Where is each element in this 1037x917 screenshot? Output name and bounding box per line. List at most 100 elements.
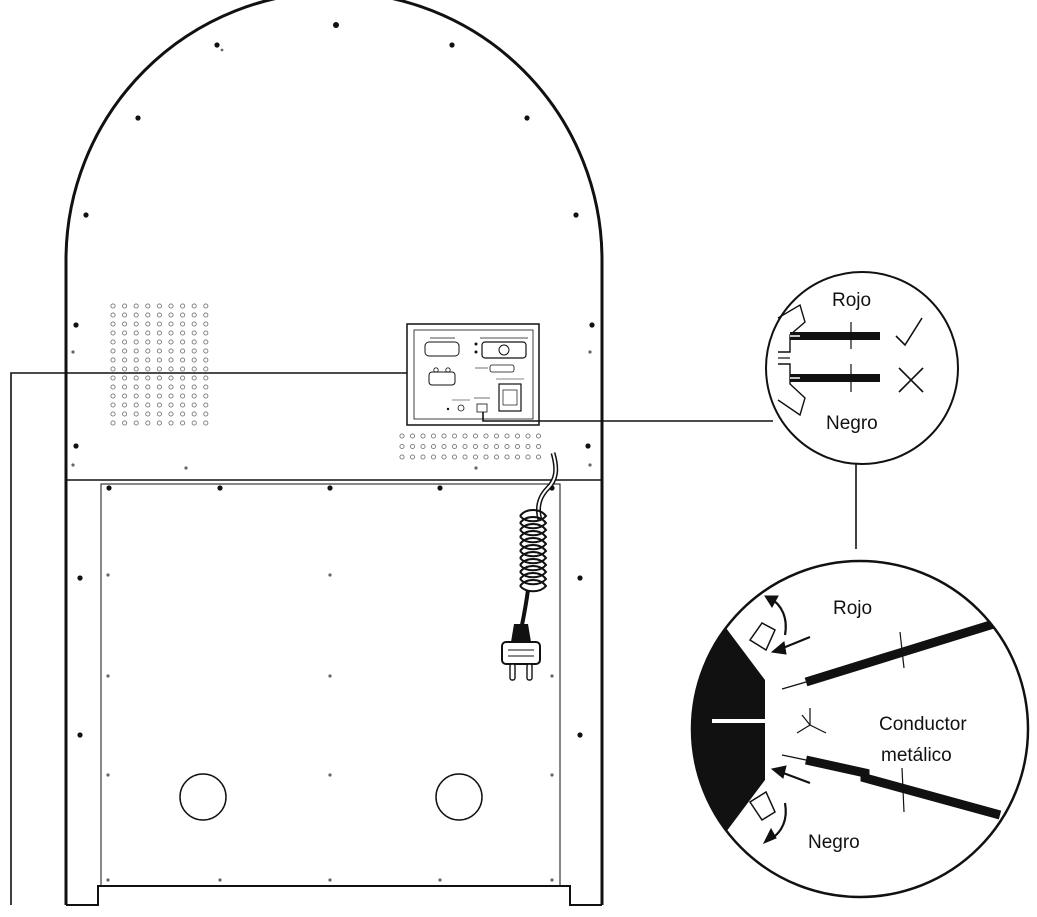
- vent-hole: [122, 348, 128, 354]
- vent-hole: [180, 339, 186, 345]
- vent-hole: [133, 411, 139, 417]
- vent-hole: [399, 454, 405, 460]
- vent-hole: [483, 433, 489, 439]
- vent-hole: [122, 321, 128, 327]
- vent-hole: [451, 454, 458, 460]
- ventilation-grill-left: [110, 303, 209, 426]
- vent-hole: [441, 433, 447, 439]
- vent-hole: [156, 366, 162, 372]
- vent-hole: [180, 375, 186, 381]
- vent-hole: [399, 433, 405, 439]
- vent-hole: [110, 402, 116, 408]
- vent-hole: [110, 303, 116, 309]
- vent-hole: [168, 366, 174, 372]
- vent-hole: [145, 375, 151, 381]
- vent-hole: [133, 330, 139, 336]
- vent-hole: [110, 357, 116, 363]
- vent-hole: [145, 366, 151, 372]
- ventilation-grill-bottom: [399, 433, 542, 460]
- panel-port-b: [489, 364, 515, 373]
- vent-hole: [145, 348, 151, 354]
- vent-hole: [191, 402, 197, 408]
- panel-power-socket: [481, 341, 527, 359]
- terminal-clip-black: [777, 363, 806, 417]
- coil-loop: [519, 544, 548, 558]
- vent-hole: [191, 357, 197, 363]
- vent-hole: [168, 420, 174, 426]
- vent-hole: [409, 454, 416, 460]
- connection-panel: [406, 323, 540, 426]
- vent-hole: [399, 443, 405, 450]
- vent-hole: [525, 443, 531, 450]
- label-red-zoom1: Rojo: [832, 290, 871, 311]
- vent-hole: [203, 348, 209, 354]
- vent-hole: [122, 312, 128, 318]
- vent-hole: [145, 321, 151, 327]
- vent-hole: [156, 375, 162, 381]
- vent-hole: [156, 303, 162, 309]
- vent-hole: [133, 357, 139, 363]
- vent-hole: [430, 454, 437, 460]
- vent-hole: [156, 393, 162, 399]
- vent-hole: [110, 384, 116, 390]
- vent-hole: [504, 454, 510, 460]
- vent-hole: [133, 303, 139, 309]
- vent-hole: [145, 420, 151, 426]
- vent-hole: [472, 443, 479, 450]
- panel-power-switch: [498, 383, 522, 412]
- jukebox-cabinet: [64, 0, 604, 906]
- panel-port-a: [424, 341, 460, 357]
- label-red-zoom2: Rojo: [833, 598, 872, 619]
- vent-hole: [462, 433, 468, 439]
- vent-hole: [420, 443, 426, 450]
- vent-hole: [180, 303, 186, 309]
- vent-hole: [462, 454, 468, 460]
- vent-hole: [203, 330, 209, 336]
- vent-hole: [122, 303, 128, 309]
- vent-hole: [122, 420, 128, 426]
- vent-hole: [472, 433, 479, 439]
- vent-hole: [145, 330, 151, 336]
- vent-hole: [180, 330, 186, 336]
- vent-hole: [191, 330, 197, 336]
- vent-hole: [110, 411, 116, 417]
- check-mark-icon: [895, 317, 923, 347]
- vent-hole: [145, 303, 151, 309]
- vent-hole: [145, 384, 151, 390]
- vent-hole: [180, 348, 186, 354]
- vent-hole: [110, 366, 116, 372]
- vent-hole: [191, 321, 197, 327]
- vent-hole: [191, 339, 197, 345]
- vent-hole: [203, 339, 209, 345]
- vent-hole: [441, 454, 447, 460]
- coil-loop: [519, 558, 548, 572]
- vent-hole: [145, 411, 151, 417]
- vent-hole: [451, 433, 458, 439]
- vent-hole: [191, 384, 197, 390]
- vent-hole: [441, 443, 447, 450]
- vent-hole: [203, 420, 209, 426]
- vent-hole: [122, 357, 128, 363]
- vent-hole: [168, 330, 174, 336]
- vent-hole: [122, 330, 128, 336]
- coil-loop: [519, 537, 548, 551]
- vent-hole: [122, 375, 128, 381]
- vent-hole: [514, 443, 521, 450]
- wire-black-zoom2: [805, 755, 1002, 820]
- leader-line-right: [482, 412, 773, 422]
- cabinet-base: [66, 885, 602, 906]
- vent-hole: [110, 420, 116, 426]
- vent-hole: [156, 312, 162, 318]
- vent-hole: [133, 402, 139, 408]
- vent-hole: [156, 357, 162, 363]
- vent-hole: [180, 402, 186, 408]
- vent-hole: [493, 433, 500, 439]
- coil-loop: [519, 551, 548, 565]
- vent-hole: [525, 454, 531, 460]
- coil-loop: [519, 516, 548, 530]
- vent-hole: [493, 443, 500, 450]
- cross-mark-icon: [898, 367, 924, 393]
- vent-hole: [168, 339, 174, 345]
- zoom-circle-1: [765, 271, 959, 465]
- vent-hole: [145, 357, 151, 363]
